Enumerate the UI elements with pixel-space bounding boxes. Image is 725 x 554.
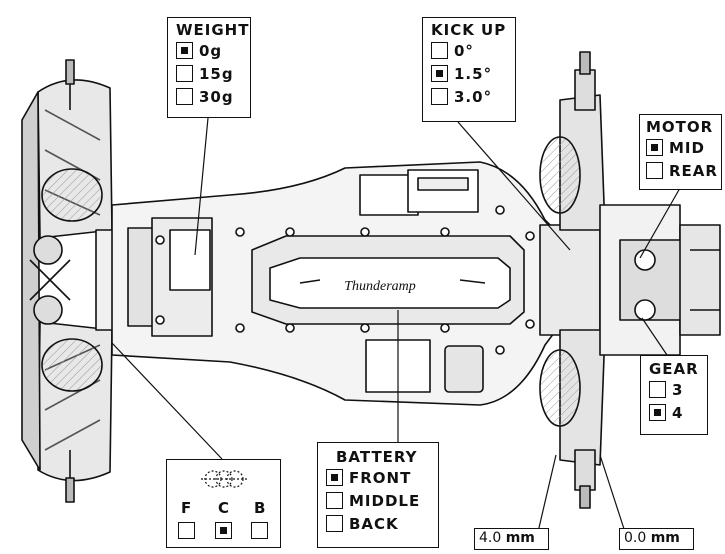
checkbox[interactable]	[431, 42, 448, 59]
battery-option-front[interactable]: FRONT	[326, 466, 430, 489]
checkbox[interactable]	[649, 381, 666, 398]
motor-title: MOTOR	[646, 118, 714, 136]
right-spacer-readout: 0.0 mm	[619, 528, 694, 550]
checkbox[interactable]	[649, 404, 666, 421]
kick-up-option-1-5[interactable]: 1.5°	[431, 62, 507, 85]
position-label-c: C	[218, 499, 230, 517]
battery-title: BATTERY	[336, 448, 418, 466]
motor-option-mid[interactable]: MID	[646, 136, 715, 159]
weight-option-30g[interactable]: 30g	[176, 85, 242, 108]
checkbox[interactable]	[326, 492, 343, 509]
rear-suspension	[539, 51, 721, 509]
checkbox[interactable]	[646, 162, 663, 179]
weight-panel: WEIGHT 0g 15g 30g	[167, 17, 251, 118]
position-checkbox-b[interactable]	[251, 522, 268, 539]
checkbox[interactable]	[431, 65, 448, 82]
motor-panel: MOTOR MID REAR	[639, 114, 722, 190]
position-checkbox-c[interactable]	[215, 522, 232, 539]
chassis-decal: Thunderamp	[344, 279, 416, 294]
gear-option-4[interactable]: 4	[649, 401, 699, 424]
kick-up-title: KICK UP	[431, 21, 507, 39]
battery-option-back[interactable]: BACK	[326, 512, 430, 535]
weight-option-0g[interactable]: 0g	[176, 39, 242, 62]
battery-panel: BATTERY FRONT MIDDLE BACK	[317, 442, 439, 548]
checkbox[interactable]	[176, 65, 193, 82]
position-label-b: B	[254, 499, 266, 517]
position-panel: F C B	[166, 459, 281, 548]
battery-option-middle[interactable]: MIDDLE	[326, 489, 430, 512]
checkbox[interactable]	[646, 139, 663, 156]
position-checkbox-f[interactable]	[178, 522, 195, 539]
kick-up-panel: KICK UP 0° 1.5° 3.0°	[422, 17, 516, 122]
kick-up-option-0[interactable]: 0°	[431, 39, 507, 62]
gear-option-3[interactable]: 3	[649, 378, 699, 401]
left-spacer-readout: 4.0 mm	[474, 528, 549, 550]
motor-option-rear[interactable]: REAR	[646, 159, 717, 182]
spacer-block-icon	[201, 470, 247, 488]
weight-title: WEIGHT	[176, 21, 250, 39]
gear-title: GEAR	[649, 360, 699, 378]
checkbox[interactable]	[176, 88, 193, 105]
right-spacer-value: 0.0	[624, 530, 647, 546]
weight-option-15g[interactable]: 15g	[176, 62, 242, 85]
checkbox[interactable]	[176, 42, 193, 59]
left-spacer-value: 4.0	[479, 530, 502, 546]
position-label-f: F	[181, 499, 192, 517]
front-suspension	[21, 59, 125, 503]
checkbox[interactable]	[431, 88, 448, 105]
left-spacer-unit: mm	[505, 530, 535, 546]
kick-up-option-3-0[interactable]: 3.0°	[431, 85, 507, 108]
right-spacer-unit: mm	[650, 530, 680, 546]
checkbox[interactable]	[326, 515, 343, 532]
gear-panel: GEAR 3 4	[640, 355, 708, 435]
checkbox[interactable]	[326, 469, 343, 486]
